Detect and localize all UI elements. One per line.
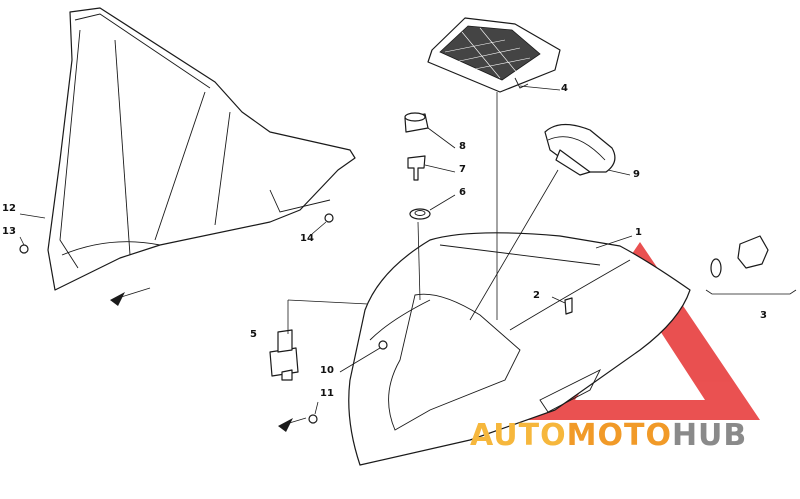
- callout-7: 7: [459, 164, 466, 175]
- grommet: [409, 208, 431, 220]
- callout-14: 14: [300, 233, 314, 244]
- windshield-bolt: [324, 213, 334, 223]
- watermark-moto: MOTO: [566, 418, 672, 453]
- callout-9: 9: [633, 169, 640, 180]
- callout-1: 1: [635, 227, 642, 238]
- direction-arrow-icon: [110, 287, 151, 306]
- callout-12: 12: [2, 203, 16, 214]
- leader-lines: [19, 85, 633, 415]
- gauge-housing: [544, 123, 616, 176]
- connector-assembly: [705, 235, 797, 295]
- callout-10: 10: [320, 365, 334, 376]
- windshield: [47, 7, 356, 291]
- fastener: [564, 297, 573, 315]
- vent-grille: [427, 17, 561, 93]
- switch: [269, 329, 299, 381]
- screw: [378, 340, 388, 350]
- fill-cap: [404, 112, 429, 133]
- callout-8: 8: [459, 141, 466, 152]
- windshield-screw: [19, 244, 29, 254]
- watermark-hub: HUB: [671, 418, 748, 453]
- callout-5: 5: [250, 329, 257, 340]
- callout-3: 3: [760, 310, 767, 321]
- direction-arrow-icon: [278, 417, 307, 432]
- callout-6: 6: [459, 187, 466, 198]
- callout-11: 11: [320, 388, 334, 399]
- callout-2: 2: [533, 290, 540, 301]
- callout-4: 4: [561, 83, 568, 94]
- watermark-text: AUTOMOTOHUB: [470, 418, 747, 453]
- watermark-auto: AUTO: [470, 418, 567, 453]
- hood: [348, 232, 691, 466]
- key: [407, 155, 426, 181]
- callout-13: 13: [2, 226, 16, 237]
- bolt: [308, 414, 318, 424]
